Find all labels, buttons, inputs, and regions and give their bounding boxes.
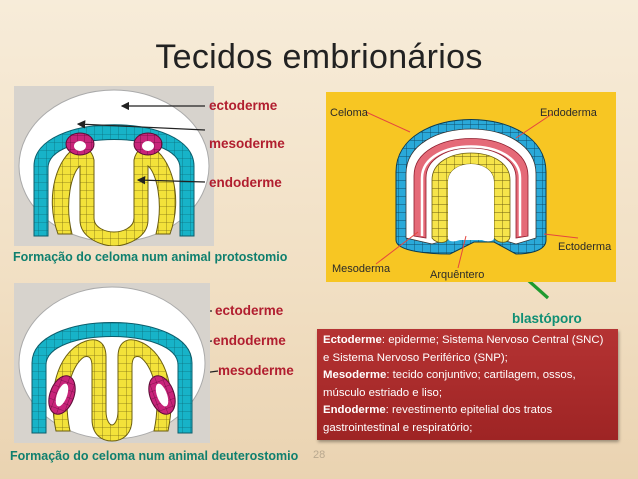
endoderm-layer: [52, 339, 172, 442]
ectoderm-layer: [31, 322, 193, 434]
callout-line-ectoderme: Ectoderme: epiderme; Sistema Nervoso Cen…: [323, 334, 604, 364]
label-ectoderma: Ectoderma: [558, 241, 612, 253]
label-mesoderme-bottom: mesoderme: [218, 363, 294, 378]
slide-title: Tecidos embrionários: [155, 38, 483, 76]
label-celoma: Celoma: [330, 107, 369, 119]
endoderm-layer: [431, 152, 511, 243]
mesoderm-layer: [413, 138, 529, 239]
callout-line-mesoderme: Mesoderme: tecido conjuntivo; cartilagem…: [323, 369, 576, 399]
caption-deuterostome: Formação do celoma num animal deuterosto…: [10, 449, 299, 463]
gastrula-diagram: Celoma Endoderma Ectoderma Mesoderma Arq…: [326, 92, 616, 282]
arrow-mesoderme: [76, 120, 206, 131]
label-blastoporo: blastóporo: [512, 311, 582, 326]
callout-line-endoderme: Endoderme: revestimento epitelial dos tr…: [323, 404, 553, 434]
germ-layer-derivatives-box: Ectoderme: epiderme; Sistema Nervoso Cen…: [317, 329, 618, 440]
label-ectoderme-top: ectoderme: [209, 98, 278, 113]
label-ectoderme-bottom: ectoderme: [215, 303, 284, 318]
label-mesoderma: Mesoderma: [332, 263, 391, 275]
label-endoderme-bottom: endoderme: [213, 333, 286, 348]
label-endoderma: Endoderma: [540, 107, 598, 119]
page-number: 28: [313, 449, 326, 461]
label-mesoderme-top: mesoderme: [209, 136, 285, 151]
caption-protostome: Formação do celoma num animal protostomi…: [13, 250, 288, 264]
archenteron: [448, 164, 494, 242]
protostome-diagram: [14, 86, 214, 246]
label-arquentero: Arquêntero: [430, 269, 484, 281]
deuterostome-diagram: [14, 283, 210, 443]
label-endoderme-top: endoderme: [209, 175, 282, 190]
arrow-endoderme: [136, 176, 206, 185]
